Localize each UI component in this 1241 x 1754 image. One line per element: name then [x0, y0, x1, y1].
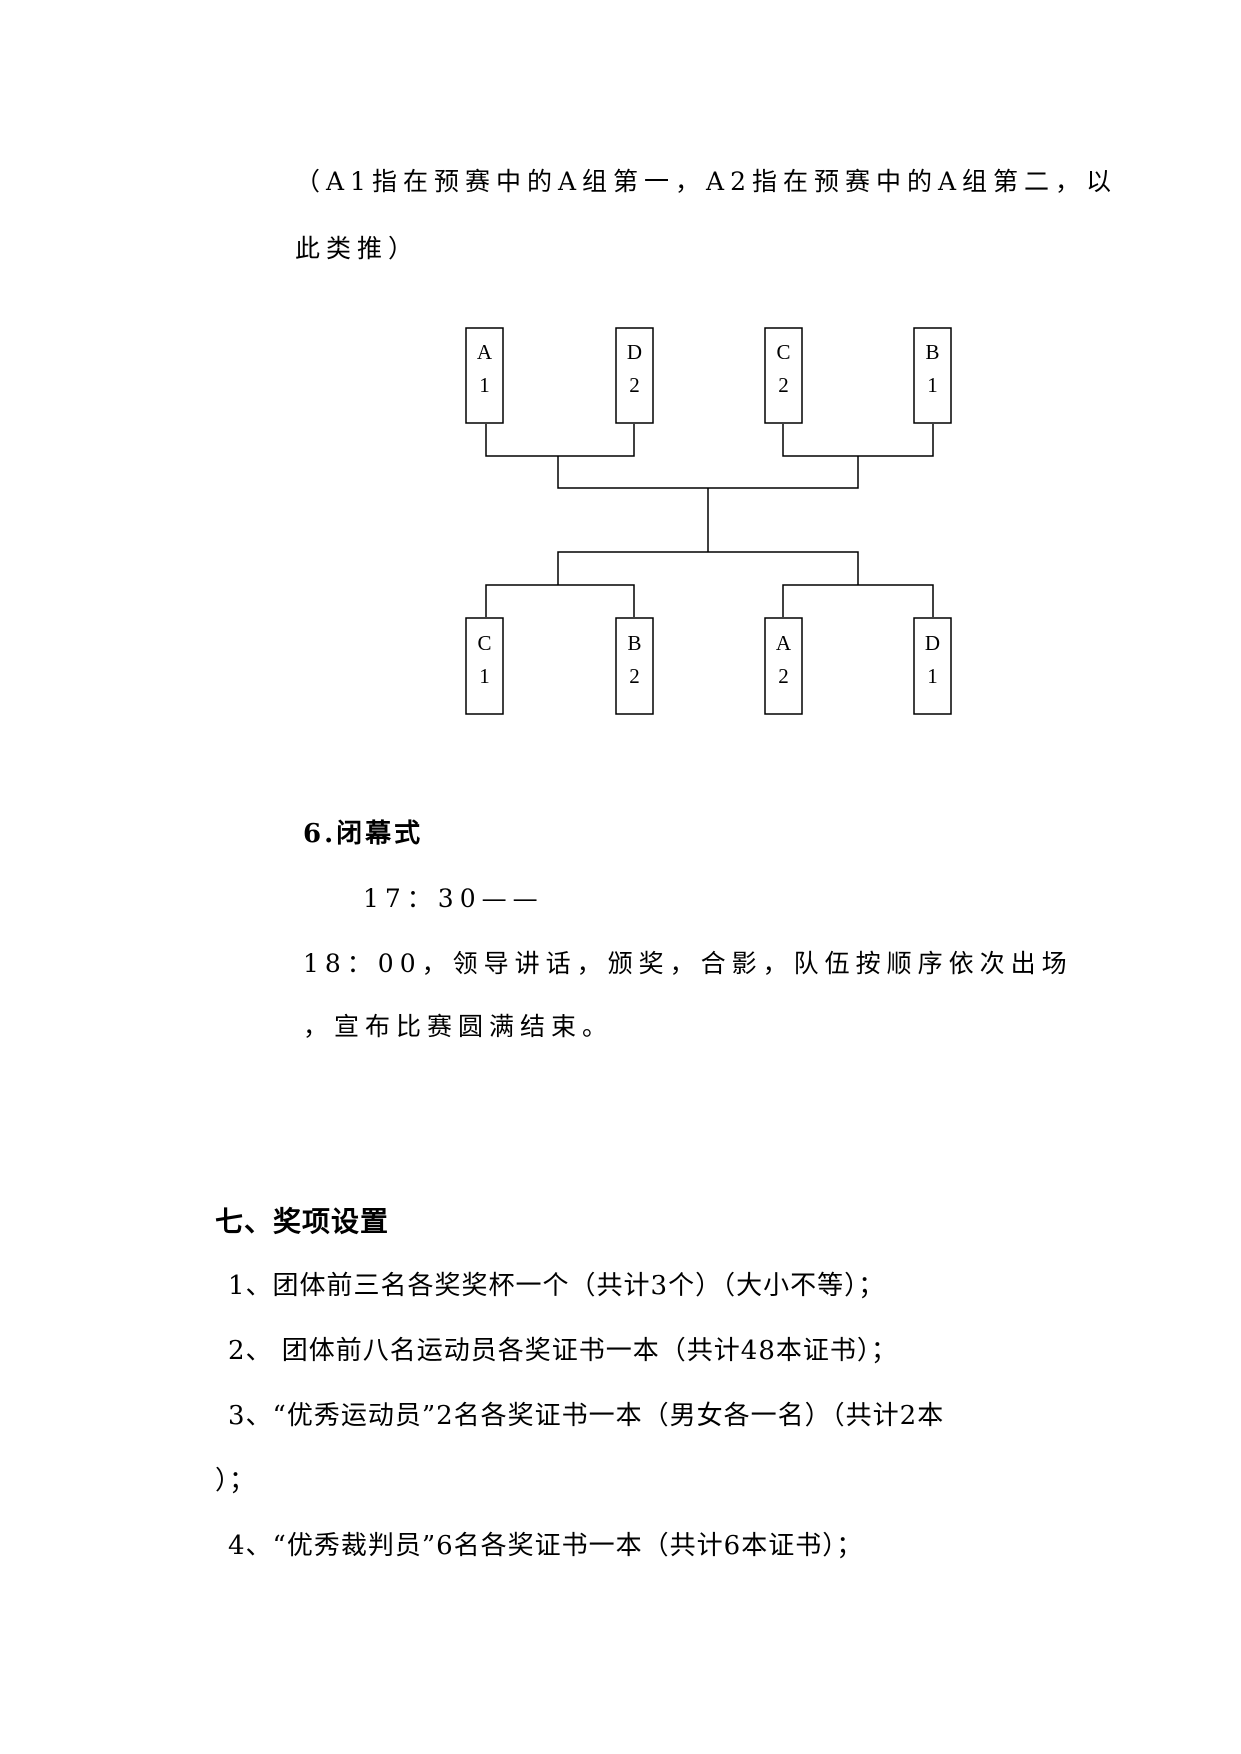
bottom-box-a2-letter: A — [776, 631, 792, 655]
connector-bottom-middle — [557, 551, 859, 585]
note-line-1: （A1指在预赛中的A组第一，A2指在预赛中的A组第二，以 — [295, 167, 1118, 196]
award-item-4: 4、“优秀裁判员”6名各奖证书一本（共计6本证书）； — [228, 1531, 864, 1561]
award-item-1: 1、团体前三名各奖奖杯一个（共计3个）（大小不等）； — [228, 1271, 886, 1301]
connector-top-middle — [557, 456, 859, 489]
connector-bottom-right — [782, 584, 934, 617]
bottom-box-d1-letter: D — [925, 631, 940, 655]
connector-bottom-left — [485, 584, 635, 617]
award-item-3: 3、“优秀运动员”2名各奖证书一本（男女各一名）（共计2本 — [228, 1401, 945, 1431]
bottom-box-b2-letter: B — [627, 631, 641, 655]
top-box-d2-number: 2 — [629, 373, 640, 397]
bottom-box-d1-number: 1 — [927, 664, 938, 688]
top-box-d2-letter: D — [627, 340, 642, 364]
tournament-bracket-diagram: A 1 D 2 C 2 B 1 C 1 B 2 A 2 D 1 — [465, 327, 952, 715]
note-line-2: 此类推） — [295, 234, 420, 263]
top-box-b1-letter: B — [925, 340, 939, 364]
connector-top-right — [782, 424, 934, 457]
bottom-box-c1-letter: C — [477, 631, 491, 655]
bottom-box-b2-number: 2 — [629, 664, 640, 688]
closing-heading: 6.闭幕式 — [303, 819, 424, 849]
top-box-c2-number: 2 — [778, 373, 789, 397]
top-box-c2: C 2 — [764, 327, 803, 424]
connector-top-left — [485, 424, 635, 457]
closing-line-2: ，宣布比赛圆满结束。 — [303, 1012, 614, 1041]
bottom-box-d1: D 1 — [913, 617, 952, 715]
top-box-c2-letter: C — [776, 340, 790, 364]
bottom-box-c1-number: 1 — [479, 664, 490, 688]
top-box-b1: B 1 — [913, 327, 952, 424]
bottom-box-c1: C 1 — [465, 617, 504, 715]
top-box-a1-number: 1 — [479, 373, 490, 397]
bottom-box-a2: A 2 — [764, 617, 803, 715]
top-box-a1: A 1 — [465, 327, 504, 424]
bottom-box-b2: B 2 — [615, 617, 654, 715]
top-box-d2: D 2 — [615, 327, 654, 424]
closing-line-1: 18：00，领导讲话，颁奖，合影，队伍按顺序依次出场 — [303, 949, 1073, 978]
closing-time: 17：30—— — [363, 884, 544, 913]
bracket-lines — [485, 424, 934, 617]
top-box-a1-letter: A — [477, 340, 493, 364]
award-item-3-continued: ）； — [215, 1466, 257, 1496]
bottom-box-a2-number: 2 — [778, 664, 789, 688]
awards-heading: 七、奖项设置 — [215, 1205, 390, 1238]
award-item-2: 2、 团体前八名运动员各奖证书一本（共计48本证书）； — [228, 1336, 898, 1366]
top-box-b1-number: 1 — [927, 373, 938, 397]
